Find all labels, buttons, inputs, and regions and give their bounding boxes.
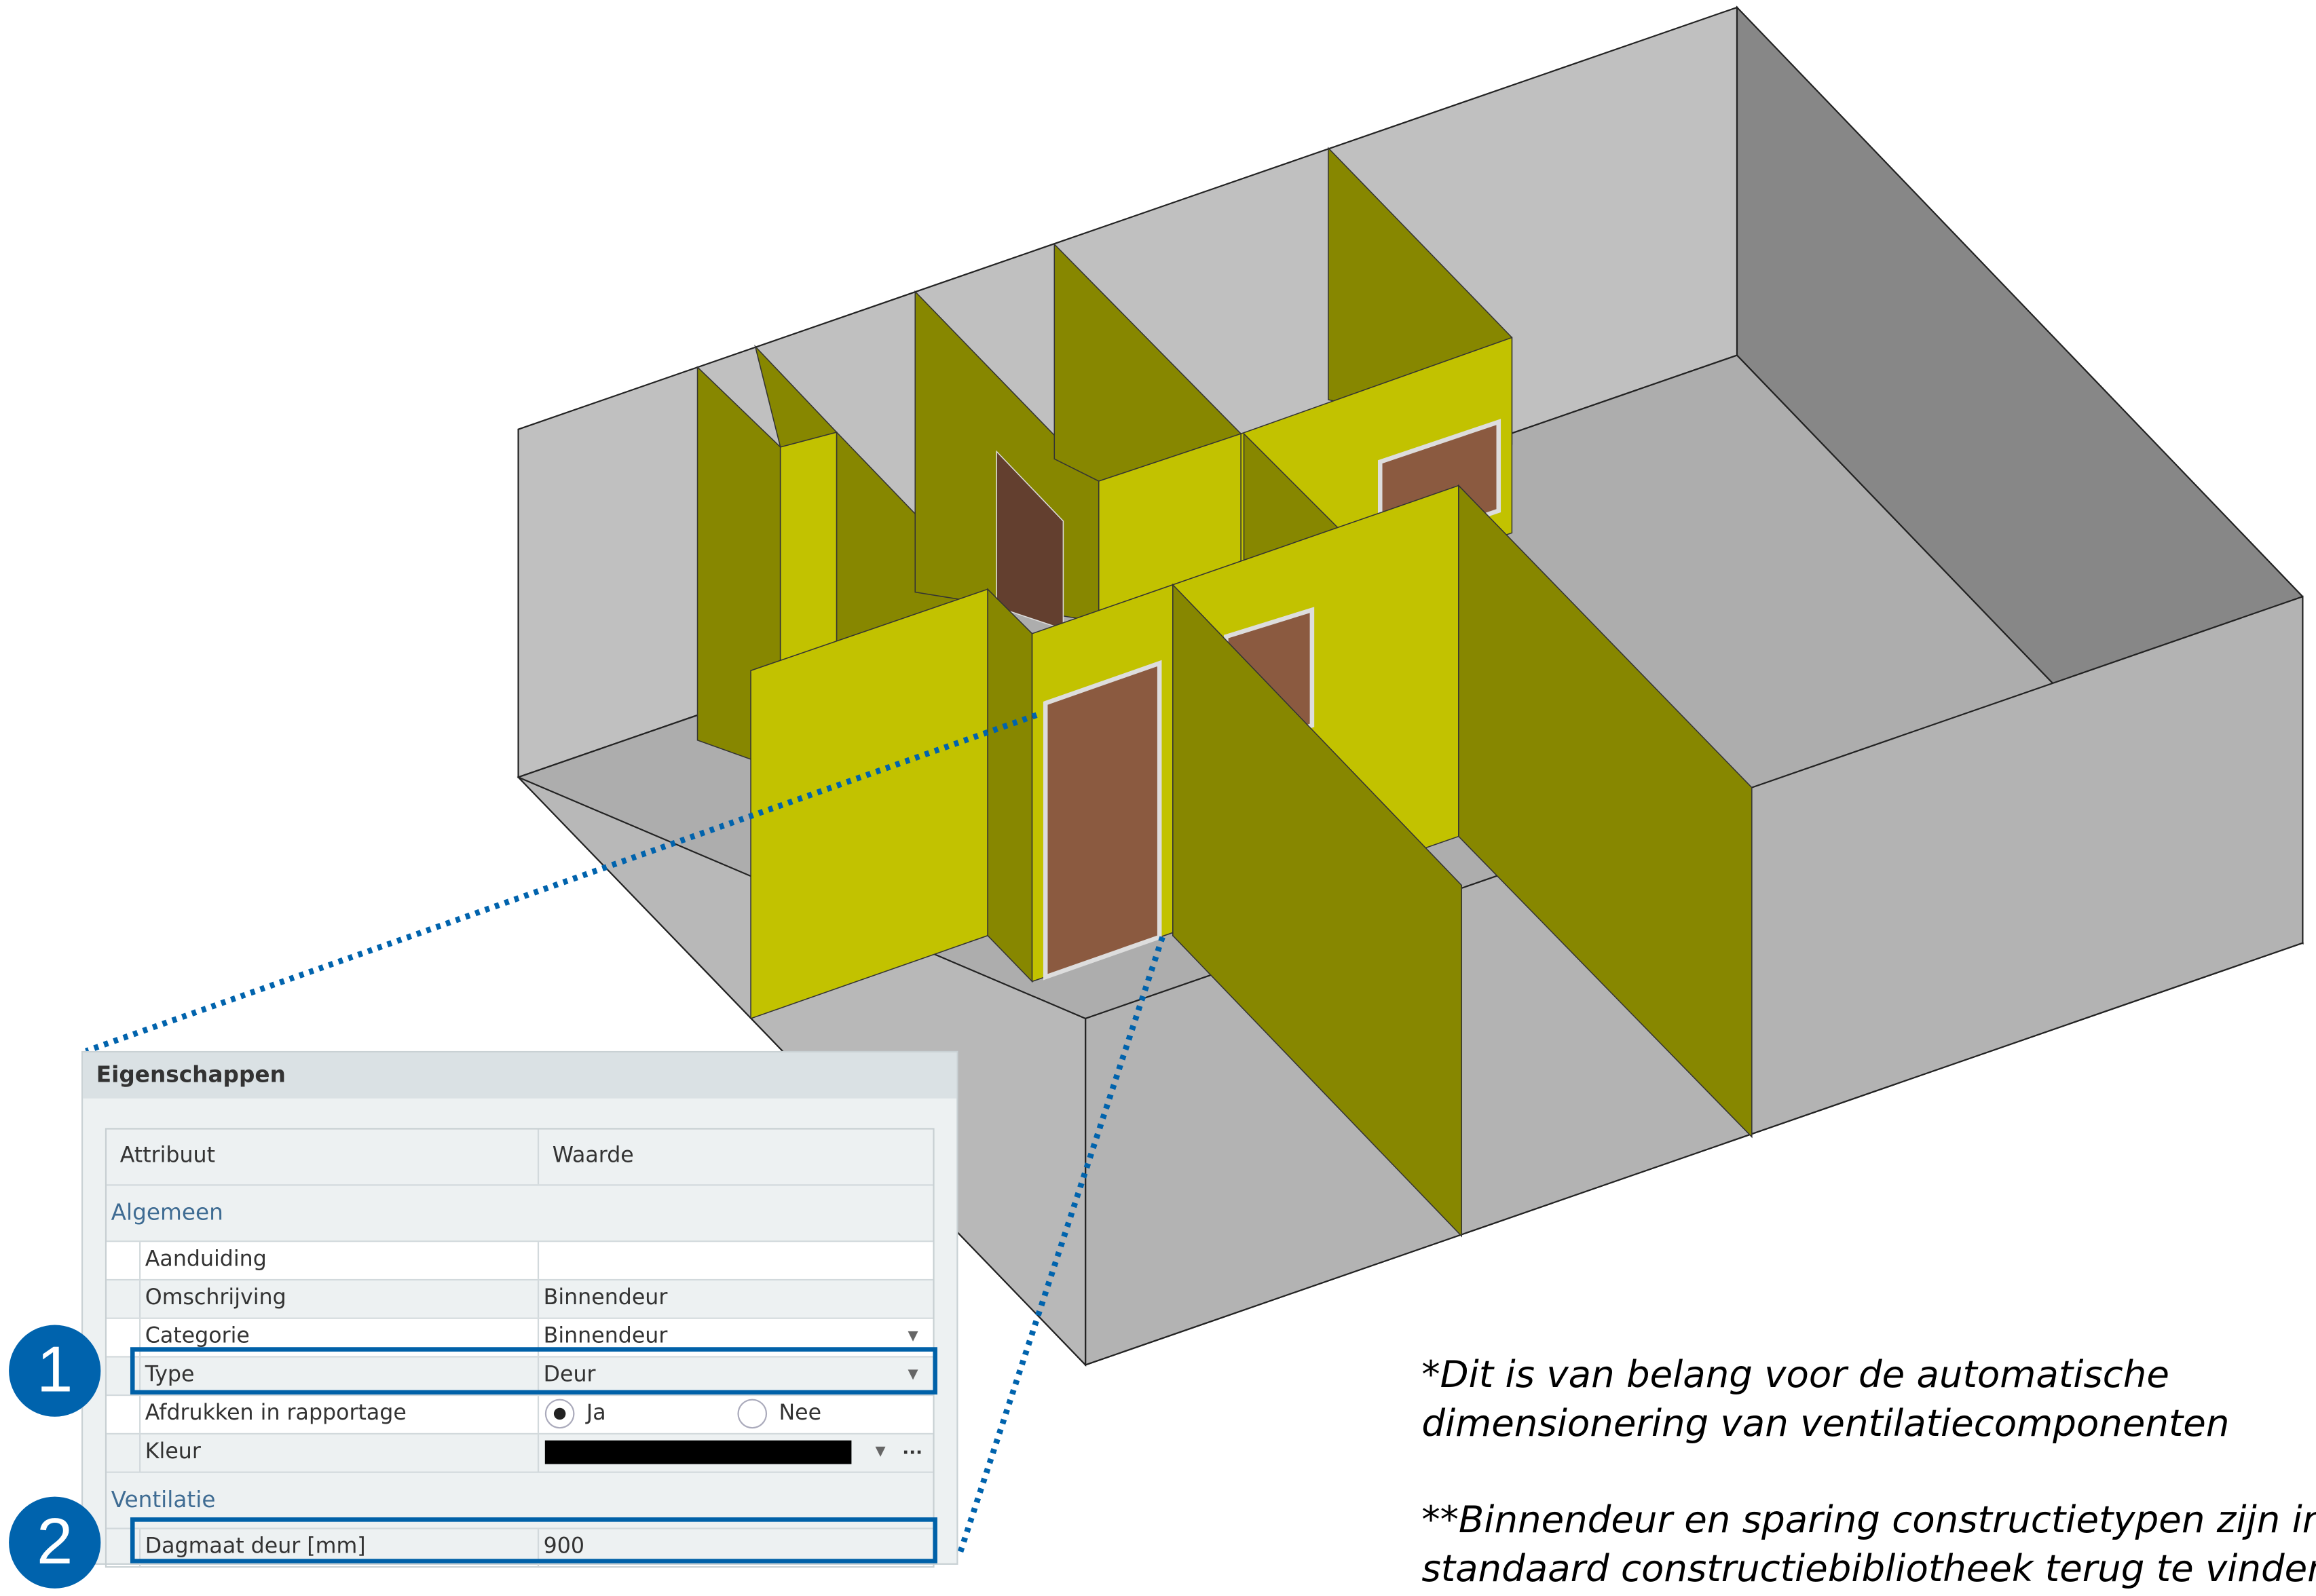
group-general[interactable]: Algemeen [107,1185,933,1242]
note-line: *Dit is van belang voor de automatische [1421,1352,2169,1396]
wall [1458,484,1753,1139]
radio-unselected-icon[interactable] [737,1399,768,1429]
row-aanduiding[interactable]: Aanduiding [107,1242,933,1281]
row-dagmaat[interactable]: Dagmaat deur [mm] 900 [107,1529,933,1567]
row-label: Dagmaat deur [mm] [139,1529,515,1567]
column-value: Waarde [537,1129,933,1185]
row-type[interactable]: Type Deur ▼ [107,1357,933,1396]
radio-nee[interactable]: Nee [737,1396,821,1433]
highlight-dagmaat-row [130,1517,937,1563]
kleur-picker[interactable]: ▼ ··· [537,1434,933,1472]
panel-title: Eigenschappen [83,1052,957,1099]
column-attribute: Attribuut [119,1144,215,1168]
categorie-select[interactable]: Binnendeur ▼ [537,1318,933,1356]
wall [987,588,1033,983]
chevron-down-icon[interactable]: ▼ [908,1329,918,1344]
row-kleur[interactable]: Kleur ▼ ··· [107,1434,933,1473]
row-label: Categorie [139,1318,515,1356]
row-afdrukken[interactable]: Afdrukken in rapportage Ja Nee [107,1396,933,1434]
radio-label: Nee [779,1401,822,1426]
type-value: Deur [543,1363,596,1388]
table-header: Attribuut Waarde [107,1129,933,1186]
color-swatch[interactable] [544,1440,852,1464]
note-line: standaard constructiebibliotheek terug t… [1421,1546,2316,1591]
properties-table: Attribuut Waarde Algemeen Aanduiding Oms… [105,1128,935,1568]
afdrukken-radio-group[interactable]: Ja Nee [537,1396,933,1433]
type-select[interactable]: Deur ▼ [537,1357,933,1395]
row-label: Type [139,1357,515,1395]
aanduiding-input[interactable] [537,1242,933,1279]
properties-panel: Eigenschappen Attribuut Waarde Algemeen … [81,1050,958,1568]
highlight-type-row [130,1347,937,1395]
row-omschrijving[interactable]: Omschrijving Binnendeur [107,1280,933,1319]
row-label: Omschrijving [139,1280,515,1318]
note-line: **Binnendeur en sparing constructietypen… [1421,1498,2316,1542]
step-badge-1: 1 [9,1325,101,1417]
chevron-down-icon[interactable]: ▼ [908,1367,918,1383]
wall [1172,583,1463,1238]
categorie-value: Binnendeur [543,1325,668,1349]
door [1043,660,1162,981]
row-label: Aanduiding [139,1242,515,1279]
chevron-down-icon[interactable]: ▼ [875,1445,886,1460]
row-label: Afdrukken in rapportage [139,1396,515,1433]
more-button[interactable]: ··· [902,1441,923,1463]
group-ventilation[interactable]: Ventilatie [107,1473,933,1530]
radio-selected-icon[interactable] [544,1399,575,1429]
callout-line-1 [85,712,1038,1054]
row-label: Kleur [139,1434,515,1472]
dagmaat-input[interactable]: 900 [537,1529,933,1567]
step-badge-2: 2 [9,1496,101,1589]
callout-line-2 [956,936,1165,1556]
radio-label: Ja [586,1401,606,1426]
radio-ja[interactable]: Ja [544,1396,606,1433]
wall [779,432,838,670]
omschrijving-input[interactable]: Binnendeur [537,1280,933,1318]
note-line: dimensionering van ventilatiecomponenten [1421,1401,2230,1445]
